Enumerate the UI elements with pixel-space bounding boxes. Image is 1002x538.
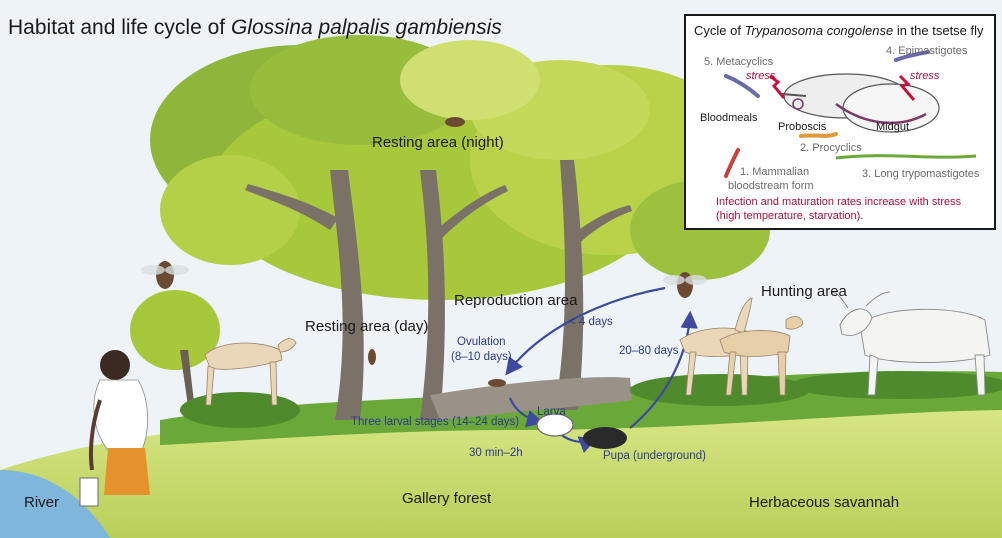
label-resting-day: Resting area (day) [305, 318, 428, 335]
stress-note: Infection and maturation rates increase … [716, 196, 961, 224]
label-bloodmeals: Bloodmeals [700, 112, 757, 125]
tree-canopy [150, 35, 770, 300]
label-mammalian: 1. Mammalian [740, 166, 809, 179]
tsetse-fly-icon [445, 117, 465, 127]
label-epimastigotes: 4. Epimastigotes [886, 45, 967, 58]
label-metacyclics: 5. Metacyclics [704, 56, 773, 69]
label-pupa: Pupa (underground) [603, 450, 706, 463]
title-species: Glossina palpalis gambiensis [231, 16, 502, 39]
label-three-larval-stages: Three larval stages (14–24 days) [351, 416, 519, 429]
label-stress-right: stress [910, 70, 939, 83]
tsetse-fly-icon [368, 349, 376, 365]
label-resting-night: Resting area (night) [372, 134, 504, 151]
label-river: River [24, 494, 59, 511]
label-herbaceous-savannah: Herbaceous savannah [749, 494, 899, 511]
label-procyclics: 2. Procyclics [800, 142, 862, 155]
label-hunting-area: Hunting area [761, 283, 847, 300]
inset-title: Cycle of Trypanosoma congolense in the t… [694, 23, 984, 38]
label-gallery-forest: Gallery forest [402, 490, 491, 507]
trypanosoma-cycle-inset: Cycle of Trypanosoma congolense in the t… [684, 14, 996, 230]
label-lt-4-days: < 4 days [569, 316, 613, 329]
pupa-figure [583, 427, 627, 449]
inset-title-prefix: Cycle of [694, 23, 745, 38]
title-prefix: Habitat and life cycle of [8, 16, 231, 39]
label-20-80-days: 20–80 days [619, 345, 678, 358]
label-proboscis: Proboscis [778, 121, 826, 134]
tsetse-fly-icon [663, 272, 707, 298]
label-stress-left: stress [746, 70, 775, 83]
stress-note-line1: Infection and maturation rates increase … [716, 196, 961, 210]
label-reproduction-area: Reproduction area [454, 292, 577, 309]
label-midgut: Midgut [876, 121, 909, 134]
label-long-trypomastigotes: 3. Long trypomastigotes [862, 168, 979, 181]
label-bloodstream-form: bloodstream form [728, 180, 814, 193]
label-ovulation: Ovulation [457, 336, 506, 349]
inset-title-species: Trypanosoma congolense [745, 23, 894, 38]
inset-title-suffix: in the tsetse fly [893, 23, 983, 38]
woman-figure [80, 350, 150, 506]
label-ovulation-days: (8–10 days) [451, 351, 512, 364]
label-larva: Larva [537, 406, 566, 419]
tsetse-fly-icon [488, 379, 506, 387]
tsetse-fly-icon [141, 261, 189, 289]
stress-note-line2: (high temperature, starvation). [716, 210, 961, 224]
diagram-title: Habitat and life cycle of Glossina palpa… [8, 16, 502, 40]
label-30min-2h: 30 min–2h [469, 447, 523, 460]
